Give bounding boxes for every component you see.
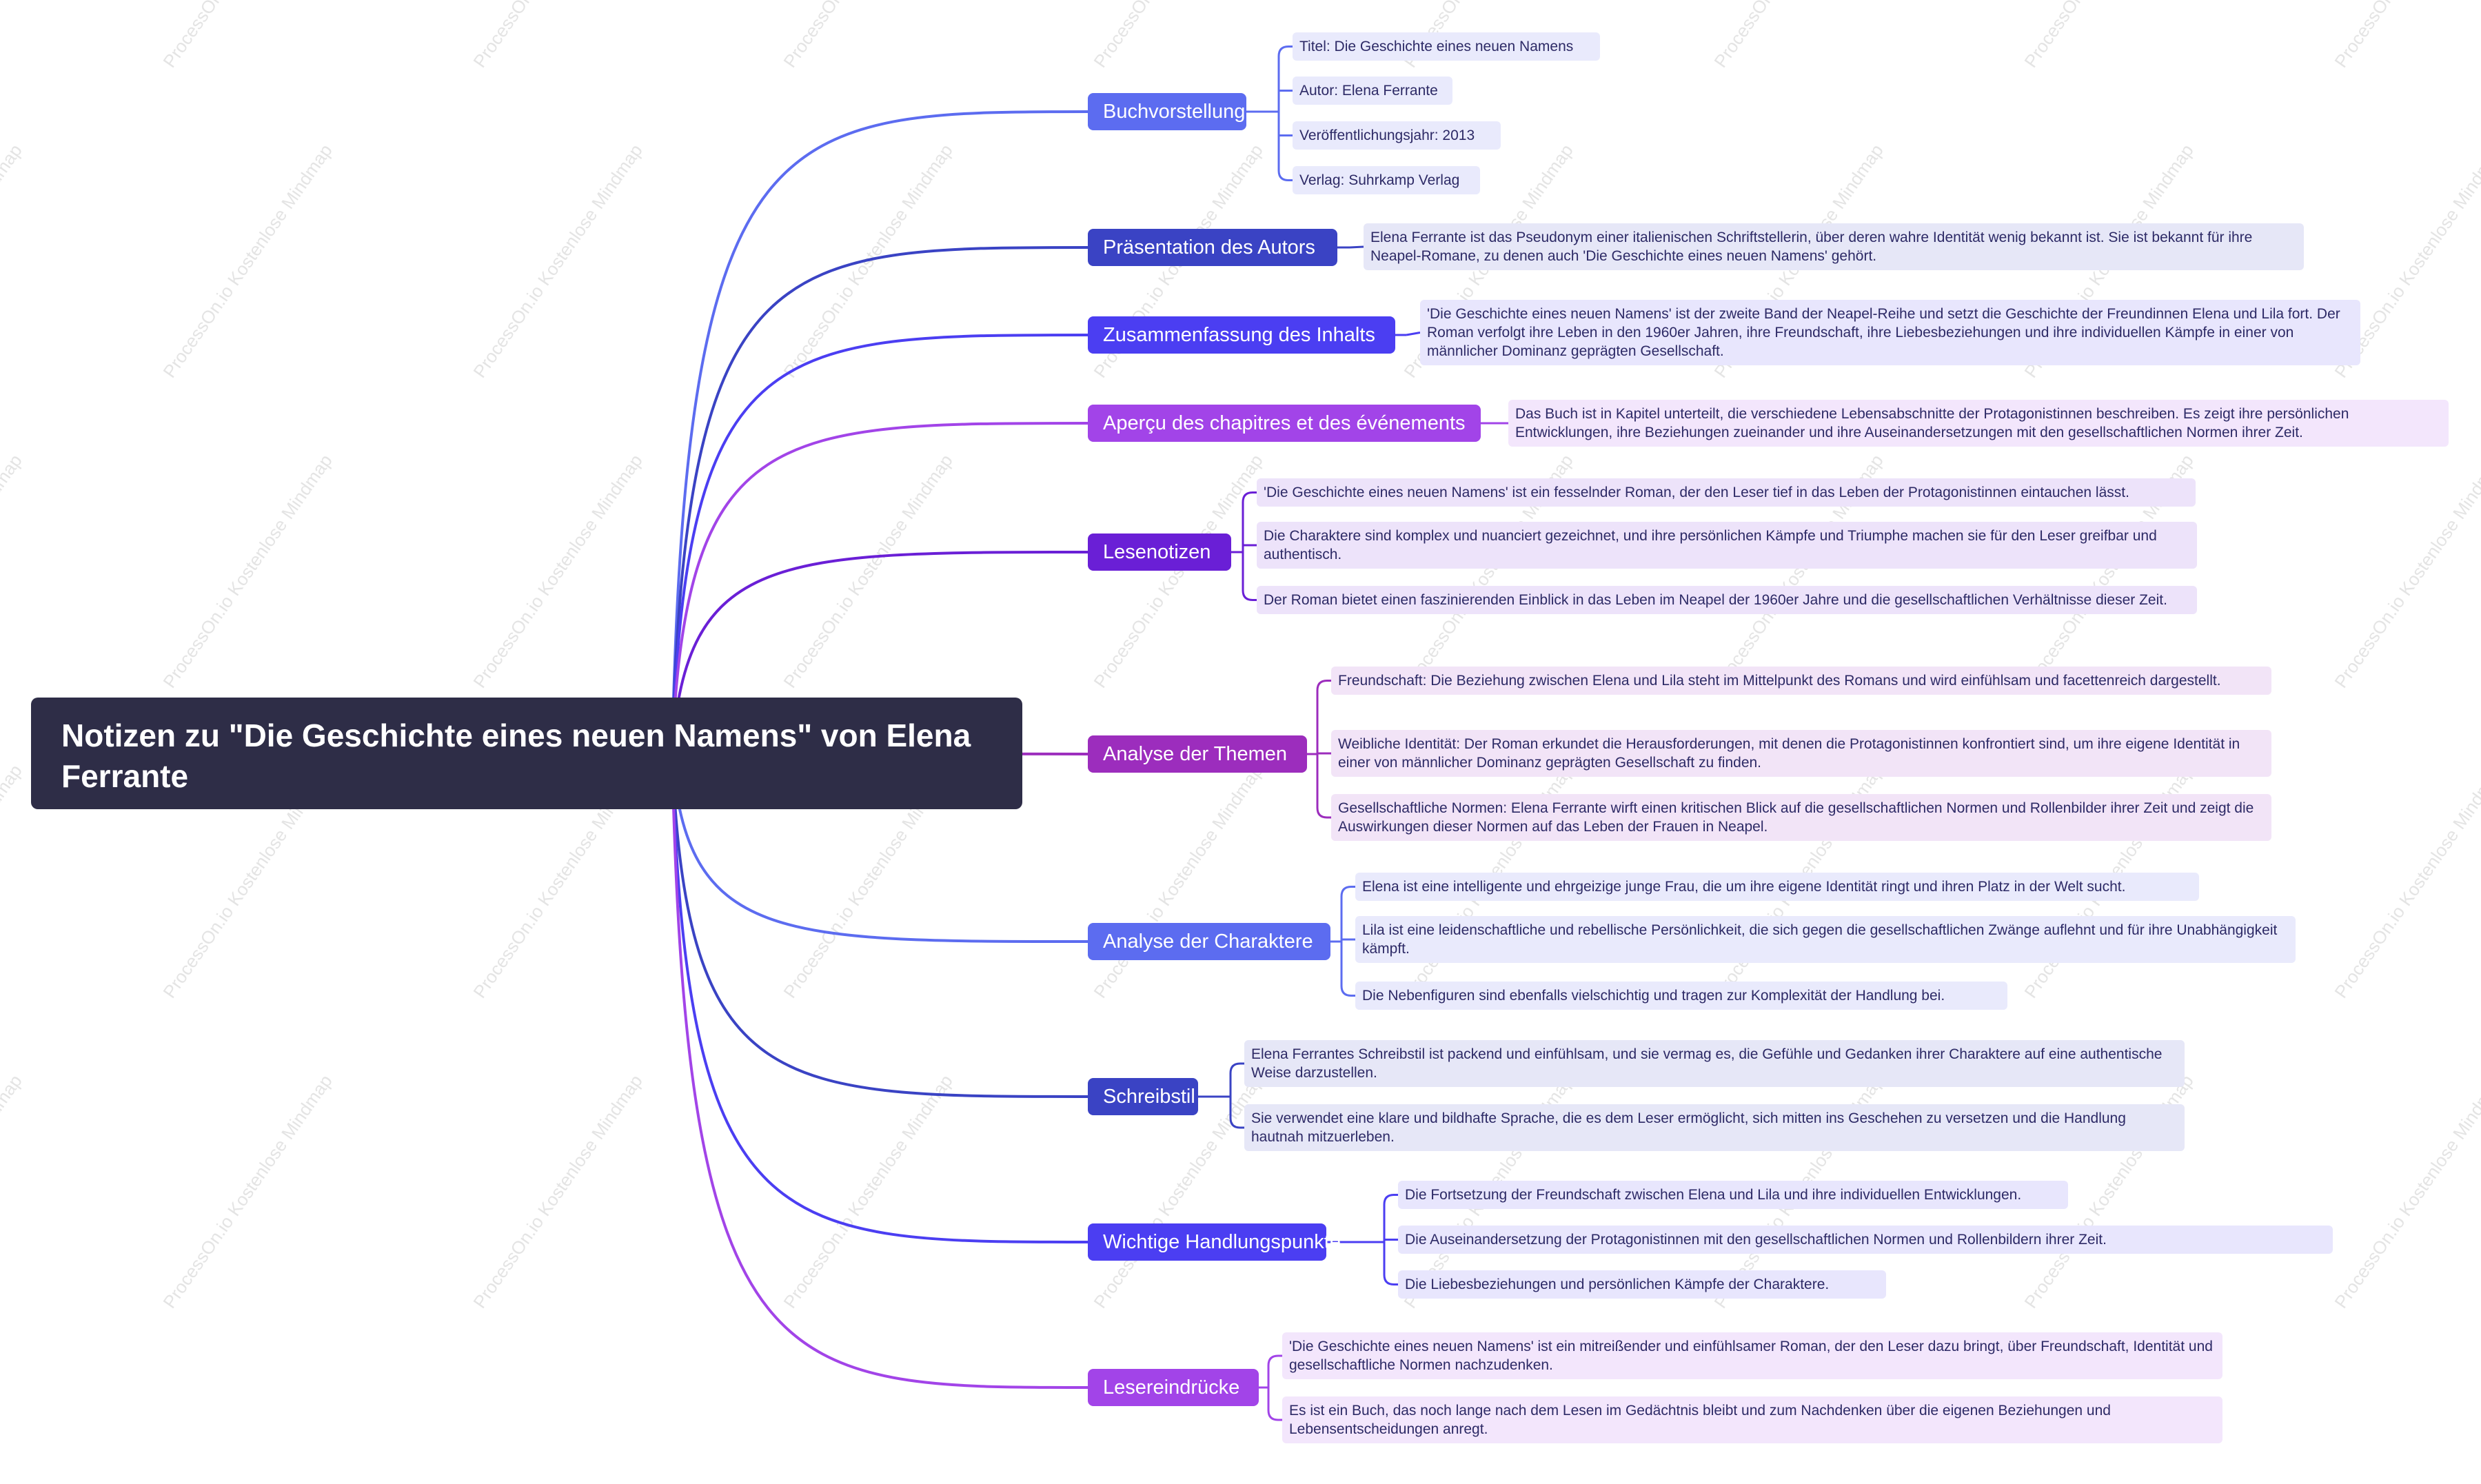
leaf-note[interactable]: Die Charaktere sind komplex und nuancier… bbox=[1257, 522, 2197, 569]
topic-node[interactable]: Lesereindrücke bbox=[1088, 1369, 1259, 1406]
leaf-note[interactable]: Lila ist eine leidenschaftliche und rebe… bbox=[1355, 916, 2296, 963]
topic-label: Aperçu des chapitres et des événements bbox=[1103, 412, 1466, 434]
topic-node[interactable]: Lesenotizen bbox=[1088, 533, 1231, 571]
topic-node[interactable]: Analyse der Themen bbox=[1088, 735, 1307, 773]
topic-label: Lesenotizen bbox=[1103, 541, 1211, 563]
leaf-note[interactable]: Sie verwendet eine klare und bildhafte S… bbox=[1244, 1104, 2185, 1151]
leaf-connector bbox=[1406, 332, 1421, 336]
topic-node[interactable]: Zusammenfassung des Inhalts bbox=[1088, 316, 1395, 354]
topic-node[interactable]: Schreibstil bbox=[1088, 1078, 1198, 1115]
branch-connector bbox=[671, 246, 1088, 754]
topic-node[interactable]: Aperçu des chapitres et des événements bbox=[1088, 405, 1481, 442]
leaf-note[interactable]: Das Buch ist in Kapitel unterteilt, die … bbox=[1508, 400, 2449, 447]
leaf-note[interactable]: Es ist ein Buch, das noch lange nach dem… bbox=[1282, 1396, 2222, 1443]
branch-connector bbox=[671, 422, 1088, 754]
leaf-note[interactable]: Die Nebenfiguren sind ebenfalls vielschi… bbox=[1355, 982, 2007, 1010]
topic-label: Schreibstil bbox=[1103, 1086, 1195, 1108]
leaf-note[interactable]: Die Auseinandersetzung der Protagonistin… bbox=[1398, 1226, 2333, 1254]
topic-label: Lesereindrücke bbox=[1103, 1376, 1240, 1399]
branch-connector bbox=[671, 753, 1088, 1389]
topic-node[interactable]: Buchvorstellung bbox=[1088, 93, 1246, 130]
leaf-note[interactable]: Der Roman bietet einen faszinierenden Ei… bbox=[1257, 586, 2197, 614]
leaf-note[interactable]: Die Liebesbeziehungen und persönlichen K… bbox=[1398, 1270, 1886, 1299]
root-topic[interactable]: Notizen zu "Die Geschichte eines neuen N… bbox=[31, 698, 1022, 809]
topic-label: Wichtige Handlungspunkte bbox=[1103, 1231, 1341, 1253]
leaf-note[interactable]: Titel: Die Geschichte eines neuen Namens bbox=[1293, 32, 1600, 61]
leaf-note[interactable]: Die Fortsetzung der Freundschaft zwische… bbox=[1398, 1181, 2068, 1209]
leaf-bracket bbox=[1267, 1354, 1279, 1421]
branch-connector bbox=[671, 753, 1088, 943]
topic-label: Analyse der Themen bbox=[1103, 743, 1288, 765]
leaf-note[interactable]: Verlag: Suhrkamp Verlag bbox=[1293, 166, 1480, 194]
topic-label: Buchvorstellung bbox=[1103, 101, 1246, 123]
leaf-note[interactable]: Gesellschaftliche Normen: Elena Ferrante… bbox=[1331, 794, 2271, 841]
leaf-note[interactable]: 'Die Geschichte eines neuen Namens' ist … bbox=[1257, 478, 2196, 507]
leaf-bracket bbox=[1277, 45, 1289, 181]
topic-node[interactable]: Wichtige Handlungspunkte bbox=[1088, 1223, 1341, 1261]
leaf-note[interactable]: Veröffentlichungsjahr: 2013 bbox=[1293, 121, 1501, 150]
topic-label: Präsentation des Autors bbox=[1103, 236, 1315, 258]
branch-connector bbox=[671, 753, 1088, 1243]
branch-connector bbox=[671, 110, 1088, 754]
leaf-note[interactable]: 'Die Geschichte eines neuen Namens' ist … bbox=[1420, 300, 2360, 365]
topic-node[interactable]: Analyse der Charaktere bbox=[1088, 923, 1330, 960]
branch-connector bbox=[671, 753, 1088, 1098]
leaf-bracket bbox=[1340, 886, 1352, 997]
leaf-note[interactable]: Elena Ferrante ist das Pseudonym einer i… bbox=[1364, 223, 2304, 270]
leaf-note[interactable]: Weibliche Identität: Der Roman erkundet … bbox=[1331, 730, 2271, 777]
leaf-bracket bbox=[1229, 1062, 1241, 1129]
leaf-note[interactable]: Autor: Elena Ferrante bbox=[1293, 77, 1452, 105]
topic-node[interactable]: Präsentation des Autors bbox=[1088, 229, 1337, 266]
topic-label: Zusammenfassung des Inhalts bbox=[1103, 324, 1375, 346]
leaf-note[interactable]: 'Die Geschichte eines neuen Namens' ist … bbox=[1282, 1332, 2222, 1379]
branch-connector bbox=[671, 334, 1088, 754]
topic-label: Analyse der Charaktere bbox=[1103, 931, 1313, 953]
branch-connector bbox=[671, 551, 1088, 754]
leaf-bracket bbox=[1316, 680, 1328, 819]
leaf-note[interactable]: Elena ist eine intelligente und ehrgeizi… bbox=[1355, 873, 2199, 901]
leaf-note[interactable]: Freundschaft: Die Beziehung zwischen Ele… bbox=[1331, 667, 2271, 695]
root-title: Notizen zu "Die Geschichte eines neuen N… bbox=[61, 718, 971, 794]
leaf-note[interactable]: Elena Ferrantes Schreibstil ist packend … bbox=[1244, 1040, 2185, 1087]
